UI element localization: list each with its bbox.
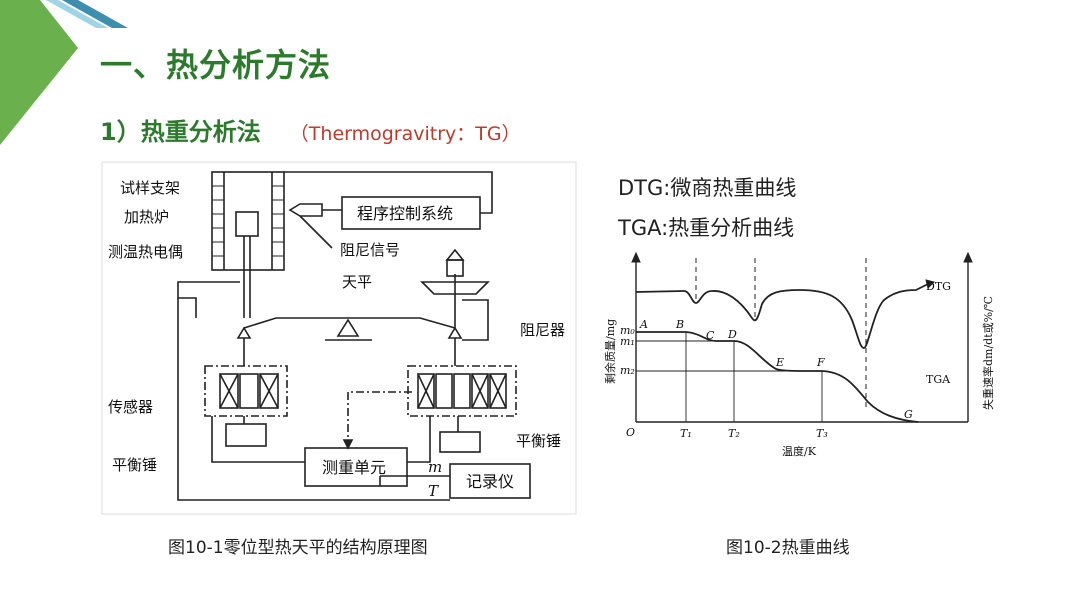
slide-title: 一、热分析方法 <box>100 46 332 84</box>
label-y-right: 失重速率dm/dt或%/℃ <box>981 296 995 410</box>
label-m0: m₀ <box>620 324 635 337</box>
label-balance: 天平 <box>342 273 372 291</box>
tick-T3: T₃ <box>816 427 828 440</box>
subtitle-main: 1）热重分析法 <box>100 118 261 146</box>
corner-decoration <box>0 0 128 145</box>
point-A: A <box>639 318 648 331</box>
subtitle-english: （Thermogravitry：TG） <box>289 123 521 145</box>
label-counterweight-left: 平衡锤 <box>112 456 157 474</box>
caption-figure-10-1: 图10-1零位型热天平的结构原理图 <box>168 538 428 558</box>
label-recorder: 记录仪 <box>466 472 514 491</box>
label-furnace: 加热炉 <box>124 208 169 226</box>
label-m1: m₁ <box>620 335 635 348</box>
point-B: B <box>675 318 684 331</box>
label-counterweight-right: 平衡锤 <box>516 432 561 450</box>
label-y-left: 剩余质量/mg <box>603 319 617 384</box>
label-sensor: 传感器 <box>108 398 153 416</box>
label-origin: O <box>626 426 635 439</box>
label-dtg: DTG <box>926 280 951 293</box>
thermobalance-diagram: 试样支架 加热炉 测温热电偶 程序控制系统 阻尼信号 天平 阻尼器 传感器 平衡… <box>101 161 577 515</box>
tg-curve-diagram: A B C D E F G m₀ m₁ m₂ O T₁ T₂ T₃ DTG TG… <box>603 251 995 458</box>
label-m: m <box>428 458 442 476</box>
point-D: D <box>727 328 737 341</box>
legend-dtg: DTG:微商热重曲线 <box>618 176 797 200</box>
label-weighing-unit: 测重单元 <box>322 458 386 477</box>
point-G: G <box>904 408 913 421</box>
label-x-axis: 温度/K <box>782 444 817 458</box>
label-tga: TGA <box>926 373 951 386</box>
label-m2: m₂ <box>620 364 635 377</box>
label-damping-signal: 阻尼信号 <box>340 241 400 259</box>
point-F: F <box>816 356 825 369</box>
label-sample-holder: 试样支架 <box>120 179 180 197</box>
tick-T1: T₁ <box>680 427 692 440</box>
label-T: T <box>428 482 439 500</box>
slide-subtitle: 1）热重分析法 （Thermogravitry：TG） <box>100 112 521 147</box>
tick-T2: T₂ <box>728 427 740 440</box>
legend-tga: TGA:热重分析曲线 <box>618 216 795 240</box>
point-E: E <box>775 356 784 369</box>
caption-figure-10-2: 图10-2热重曲线 <box>726 538 850 558</box>
label-program-control: 程序控制系统 <box>357 204 453 223</box>
label-thermocouple: 测温热电偶 <box>108 243 183 261</box>
label-damper: 阻尼器 <box>520 321 565 339</box>
point-C: C <box>706 329 715 342</box>
